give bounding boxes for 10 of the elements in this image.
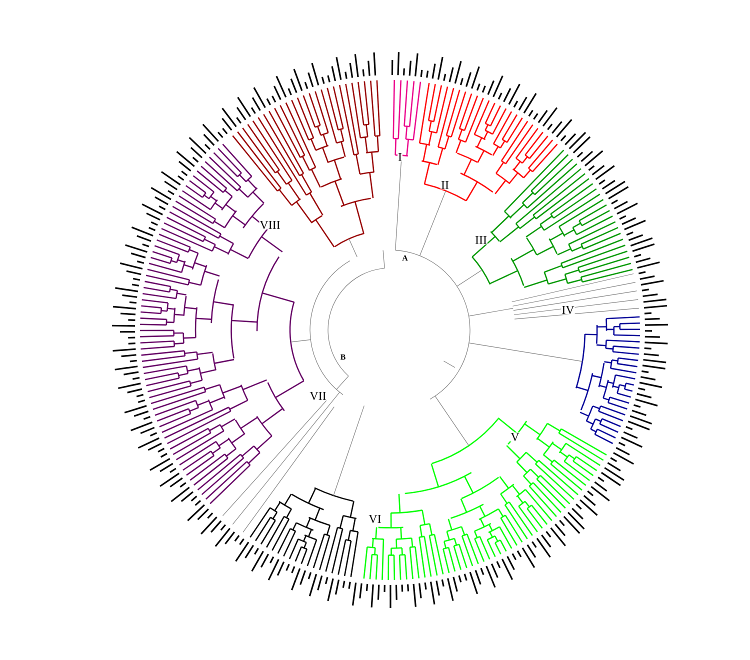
cluster-label: A [402, 254, 408, 262]
cluster-label: V [510, 432, 520, 442]
cluster-label: III [474, 236, 488, 244]
cluster-label: VII [309, 391, 327, 400]
cluster-label: II [440, 180, 450, 190]
cluster-label: B [340, 354, 346, 360]
cluster-label: IV [561, 305, 575, 314]
cluster-label: VIII [259, 220, 281, 230]
cluster-label: I [398, 152, 402, 162]
cluster-label: VI [368, 514, 382, 524]
